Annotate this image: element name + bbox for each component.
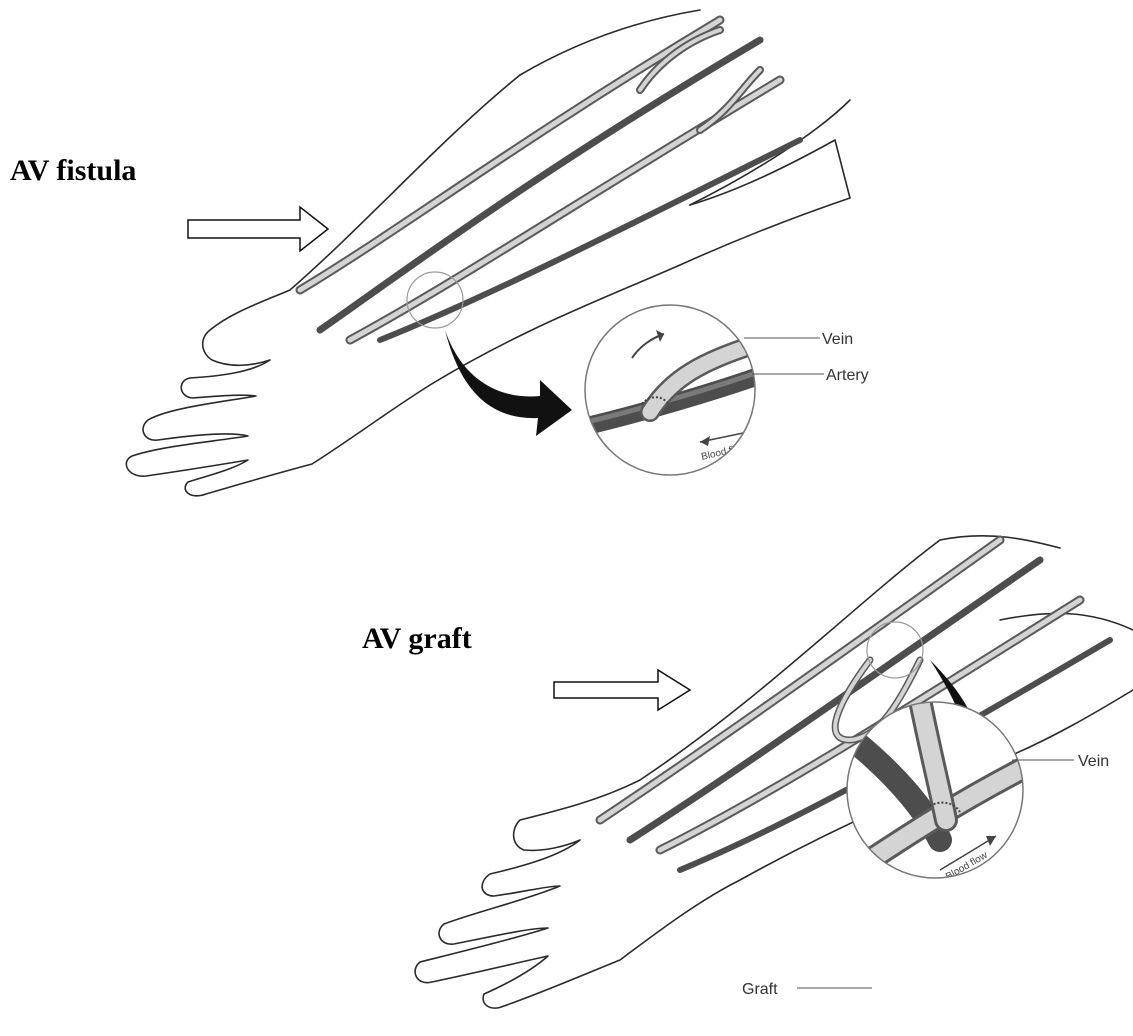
graft-pointer-arrow xyxy=(554,670,690,710)
fistula-panel: AV fistula xyxy=(10,10,869,496)
fistula-vein-label: Vein xyxy=(822,331,853,348)
graft-forearm xyxy=(415,536,1133,1008)
fistula-artery-label: Artery xyxy=(826,367,869,384)
fistula-pointer-arrow xyxy=(188,207,328,251)
graft-heading: AV graft xyxy=(362,622,472,655)
graft-vein-label: Vein xyxy=(1078,753,1109,770)
fistula-inset: Blood flow xyxy=(570,305,770,475)
fistula-heading: AV fistula xyxy=(10,154,136,187)
graft-graft-label: Graft xyxy=(742,981,778,998)
graft-panel: AV graft xyxy=(362,536,1133,1008)
